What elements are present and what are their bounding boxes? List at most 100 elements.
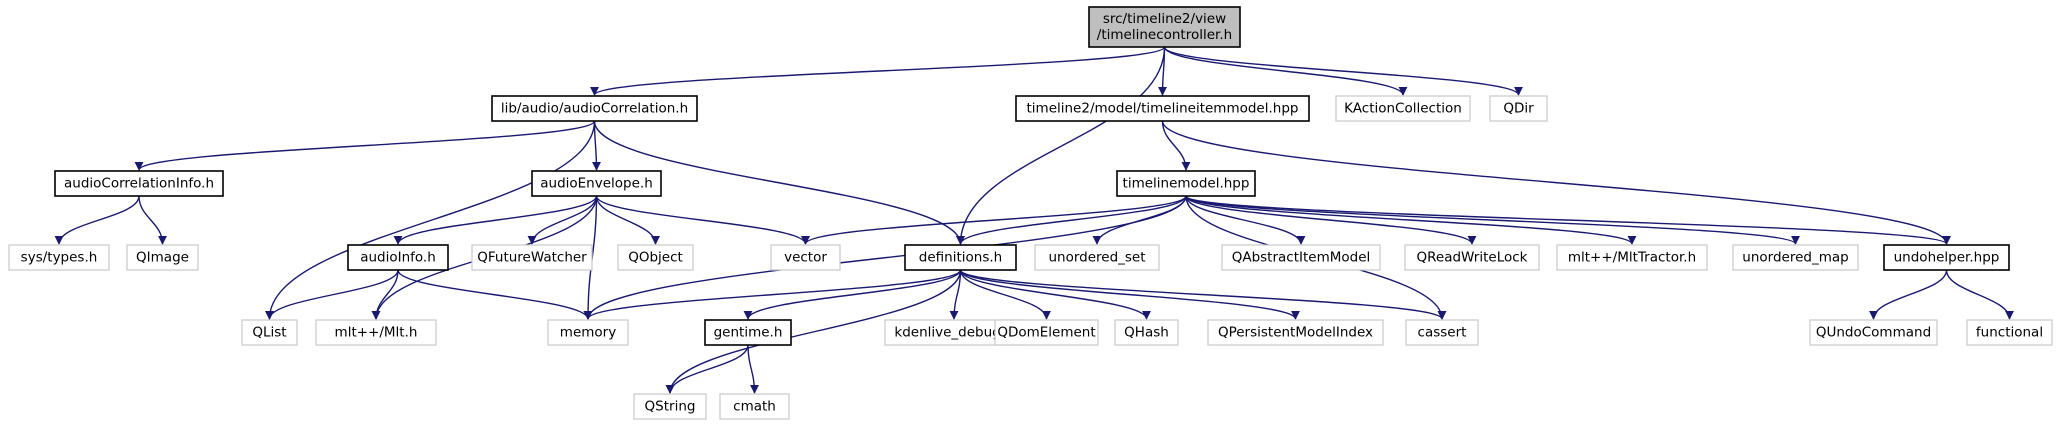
node-qundo-command: QUndoCommand bbox=[1809, 319, 1938, 346]
node-box bbox=[904, 244, 1017, 271]
node-label: unordered_map bbox=[1742, 250, 1848, 266]
edge-audio-info-to-memory bbox=[397, 269, 593, 320]
node-box bbox=[1732, 244, 1859, 271]
node-box bbox=[315, 319, 437, 346]
node-qfuture-watcher: QFutureWatcher bbox=[471, 244, 593, 271]
node-box bbox=[54, 170, 224, 197]
node-box bbox=[1883, 244, 2010, 271]
edge-definitions-to-cassert bbox=[959, 269, 1447, 320]
node-label: QAbstractItemModel bbox=[1232, 250, 1371, 266]
node-box bbox=[1405, 319, 1479, 346]
node-label: /timelinecontroller.h bbox=[1097, 27, 1232, 43]
node-qstring: QString bbox=[633, 393, 707, 420]
node-label: QDomElement bbox=[997, 325, 1095, 341]
node-qabstract-item-model: QAbstractItemModel bbox=[1221, 244, 1381, 271]
edge-timelinemodel-to-memory bbox=[583, 195, 1187, 320]
node-box bbox=[1114, 319, 1179, 346]
node-box bbox=[994, 319, 1099, 346]
nodes-layer: src/timeline2/view/timelinecontroller.h l… bbox=[8, 6, 2053, 420]
edge-root-to-kaction-collection bbox=[1163, 46, 1408, 96]
edge-root-to-audio-correlation bbox=[590, 46, 1166, 96]
node-sys-types: sys/types.h bbox=[8, 244, 110, 271]
node-box bbox=[531, 170, 662, 197]
node-unordered-map: unordered_map bbox=[1732, 244, 1859, 271]
edge-audio-correlation-to-qlist bbox=[265, 120, 596, 320]
node-timelinemodel[interactable]: timelinemodel.hpp bbox=[1116, 170, 1256, 197]
node-box bbox=[491, 95, 698, 122]
node-label: mlt++/Mlt.h bbox=[335, 325, 418, 341]
node-label: definitions.h bbox=[919, 250, 1002, 266]
node-memory: memory bbox=[547, 319, 629, 346]
node-vector: vector bbox=[770, 244, 841, 271]
node-box bbox=[1088, 6, 1241, 48]
node-label: cmath bbox=[733, 399, 776, 415]
node-root[interactable]: src/timeline2/view/timelinecontroller.h bbox=[1088, 6, 1241, 48]
node-kaction-collection: KActionCollection bbox=[1335, 95, 1471, 122]
node-label: vector bbox=[784, 250, 827, 266]
node-undohelper[interactable]: undohelper.hpp bbox=[1883, 244, 2010, 271]
edge-gentime-to-cmath bbox=[747, 344, 759, 394]
node-label: QDir bbox=[1503, 101, 1534, 117]
node-box bbox=[719, 393, 790, 420]
edge-definitions-to-qstring bbox=[665, 269, 962, 394]
node-audio-correlation[interactable]: lib/audio/audioCorrelation.h bbox=[491, 95, 698, 122]
node-box bbox=[1034, 244, 1160, 271]
node-mlt: mlt++/Mlt.h bbox=[315, 319, 437, 346]
node-label: QImage bbox=[136, 250, 189, 266]
node-label: memory bbox=[560, 325, 616, 341]
node-label: timeline2/model/timelineitemmodel.hpp bbox=[1027, 101, 1299, 117]
edges-layer bbox=[54, 46, 2014, 394]
edge-root-to-timelineitemmodel bbox=[1158, 46, 1168, 96]
node-label: src/timeline2/view bbox=[1103, 11, 1226, 27]
node-definitions[interactable]: definitions.h bbox=[904, 244, 1017, 271]
node-box bbox=[1221, 244, 1381, 271]
node-box bbox=[1207, 319, 1384, 346]
node-qpersistent-model-index: QPersistentModelIndex bbox=[1207, 319, 1384, 346]
node-box bbox=[471, 244, 593, 271]
node-label: unordered_set bbox=[1048, 250, 1145, 266]
node-gentime[interactable]: gentime.h bbox=[704, 319, 792, 346]
node-cmath: cmath bbox=[719, 393, 790, 420]
edge-audio-correlation-to-audio-correlation-info bbox=[134, 120, 596, 171]
node-label: audioInfo.h bbox=[360, 250, 436, 266]
node-box bbox=[1489, 95, 1548, 122]
node-box bbox=[8, 244, 110, 271]
node-box bbox=[633, 393, 707, 420]
node-label: QObject bbox=[628, 250, 683, 266]
edge-timelinemodel-to-qread-write-lock bbox=[1185, 195, 1477, 245]
edge-audio-envelope-to-audio-info bbox=[393, 195, 598, 245]
node-label: QPersistentModelIndex bbox=[1218, 325, 1373, 341]
node-timelineitemmodel[interactable]: timeline2/model/timelineitemmodel.hpp bbox=[1015, 95, 1310, 122]
node-unordered-set: unordered_set bbox=[1034, 244, 1160, 271]
edge-timelinemodel-to-definitions bbox=[956, 195, 1187, 245]
node-box bbox=[347, 244, 449, 271]
edge-definitions-to-kdenlive-debug bbox=[949, 269, 962, 320]
edge-definitions-to-qhash bbox=[959, 269, 1151, 320]
edge-timelinemodel-to-vector bbox=[801, 195, 1187, 245]
edge-root-to-qdir bbox=[1163, 46, 1523, 96]
node-qimage: QImage bbox=[126, 244, 199, 271]
node-audio-envelope[interactable]: audioEnvelope.h bbox=[531, 170, 662, 197]
node-qread-write-lock: QReadWriteLock bbox=[1404, 244, 1540, 271]
node-label: KActionCollection bbox=[1344, 101, 1462, 117]
node-label: cassert bbox=[1418, 325, 1467, 341]
node-label: lib/audio/audioCorrelation.h bbox=[501, 101, 688, 117]
node-label: QList bbox=[252, 325, 286, 341]
node-box bbox=[1966, 319, 2053, 346]
node-box bbox=[770, 244, 841, 271]
node-audio-info[interactable]: audioInfo.h bbox=[347, 244, 449, 271]
node-qdir: QDir bbox=[1489, 95, 1548, 122]
node-label: sys/types.h bbox=[21, 250, 98, 266]
edge-timelinemodel-to-unordered-map bbox=[1185, 195, 1800, 245]
edge-timelineitemmodel-to-timelinemodel bbox=[1161, 120, 1191, 171]
edge-audio-correlation-info-to-qimage bbox=[138, 195, 167, 245]
node-functional: functional bbox=[1966, 319, 2053, 346]
edge-undohelper-to-qundo-command bbox=[1869, 269, 1948, 320]
node-label: QString bbox=[645, 399, 696, 415]
node-audio-correlation-info[interactable]: audioCorrelationInfo.h bbox=[54, 170, 224, 197]
node-box bbox=[126, 244, 199, 271]
edge-undohelper-to-functional bbox=[1945, 269, 2014, 320]
edge-definitions-to-memory bbox=[583, 269, 962, 320]
node-label: kdenlive_debug.h bbox=[894, 325, 1013, 341]
